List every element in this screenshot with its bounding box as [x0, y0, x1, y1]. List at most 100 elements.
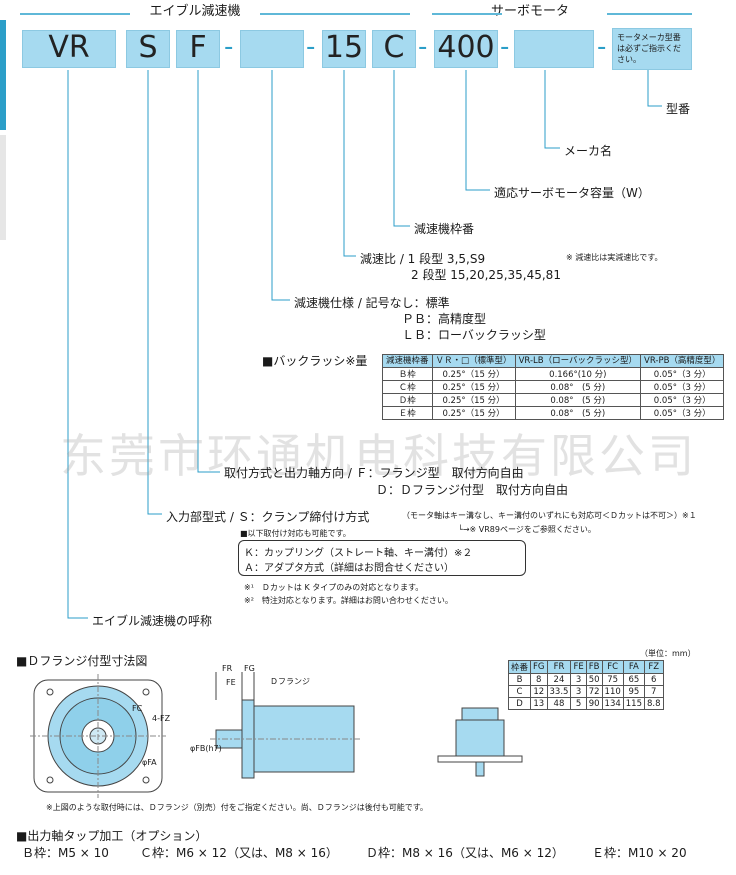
dflange-note: ※上図のような取付時には、Ｄフランジ（別売）付をご指定ください。尚、Ｄフランジは… [46, 803, 428, 812]
backlash-header: VR-PB（高精度型） [639, 354, 725, 368]
servo-header-bar-left [432, 13, 502, 15]
callout-ratio-1: 減速比 / 1 段型 3,5,S9 [360, 252, 486, 266]
table-cell: 115 [622, 697, 646, 710]
callout-input-paren: （モータ軸はキー溝なし、キー溝付のいずれにも対応可＜Ｄカットは不可＞）※１ [402, 511, 697, 520]
callout-input-ref: └→※ VR89ページをご参照ください。 [458, 525, 596, 534]
option-k: Ｋ：カップリング（ストレート軸、キー溝付）※２ [244, 548, 473, 559]
code-box-ratio: 15 [322, 30, 366, 68]
callout-name: エイブル減速機の呼称 [92, 614, 213, 628]
tap-d: Ｄ枠：M8 × 16（又は、M6 × 12） [366, 846, 564, 860]
code-box-c: C [372, 30, 416, 68]
table-cell: 0.166°(10 分) [514, 367, 642, 381]
table-cell: 0.25°（15 分） [431, 380, 516, 394]
reducer-header-bar-left [20, 13, 130, 15]
callout-maker: メーカ名 [564, 144, 613, 158]
backlash-header: VR-LB（ローバックラッシ型） [514, 354, 642, 368]
table-cell: 5 [570, 697, 587, 710]
callout-ratio-note: ※ 減速比は実減速比です。 [566, 253, 663, 262]
backlash-table: 減速機枠番 ＶＲ・□（標準型） VR-LB（ローバックラッシ型） VR-PB（高… [382, 354, 725, 420]
table-row: Ｅ枠 0.25°（15 分） 0.08° (5 分) 0.05°（3 分） [382, 406, 725, 420]
footnote-1: ※¹ Ｄカットは K タイプのみの対応となります。 [244, 583, 424, 592]
table-row: D 13 48 5 90 134 115 8.8 [507, 697, 664, 710]
backlash-title: ■バックラッシ※量 [262, 354, 368, 368]
callout-mount-1: 取付方式と出力軸方向 / Ｆ：フランジ型 取付方向自由 [224, 466, 524, 480]
callout-model: 型番 [666, 102, 691, 116]
code-box-model-note: モータメーカ型番は必ずご指示ください。 [612, 28, 692, 70]
dim-header: 枠番 [507, 660, 532, 674]
code-dash: - [306, 32, 316, 62]
table-cell: 0.05°（3 分） [639, 406, 725, 420]
watermark: 东莞市环通机电科技有限公司 [60, 429, 697, 483]
code-dash: - [500, 32, 510, 62]
callout-frame: 減速機枠番 [414, 222, 475, 236]
callout-spec-1: 減速機仕様 / 記号なし：標準 [294, 296, 450, 310]
callout-input-also: ■以下取付け対応も可能です。 [240, 529, 351, 538]
backlash-header: ＶＲ・□（標準型） [431, 354, 516, 368]
code-box-frame [240, 30, 304, 68]
table-cell: 0.08° (5 分) [514, 393, 642, 407]
front-view-drawing [30, 674, 166, 798]
callout-spec-2: ＰＢ：高精度型 [402, 312, 487, 326]
table-row: B 8 24 3 50 75 65 6 [507, 673, 664, 686]
code-box-f: F [176, 30, 220, 68]
code-box-power: 400 [434, 30, 498, 68]
code-dash: - [224, 32, 234, 62]
backlash-header: 減速機枠番 [382, 354, 433, 368]
dim-label-fa: φFA [142, 758, 157, 767]
table-cell: 0.25°（15 分） [431, 393, 516, 407]
callout-ratio-2: 2 段型 15,20,25,35,45,81 [411, 268, 561, 282]
option-box [238, 540, 526, 576]
dim-label-fb: φFB(h7) [190, 744, 222, 753]
code-box-vr: VR [22, 30, 116, 68]
servo-header-bar-right [607, 13, 692, 15]
table-cell: 95 [622, 685, 646, 698]
side-tab-inactive [0, 135, 6, 240]
reducer-header: エイブル減速機 [149, 4, 241, 19]
code-dash: - [597, 32, 607, 62]
table-row: Ｃ枠 0.25°（15 分） 0.08° (5 分) 0.05°（3 分） [382, 380, 725, 394]
tap-c: Ｃ枠：M6 × 12（又は、M8 × 16） [140, 846, 338, 860]
dim-label-fg: FG [244, 664, 255, 673]
callout-capacity: 適応サーボモータ容量（W） [494, 186, 650, 200]
dim-label-fe: FE [226, 678, 236, 687]
code-box-maker [514, 30, 594, 68]
side-tab-active [0, 20, 6, 130]
table-cell: Ｃ枠 [382, 380, 433, 394]
table-row: Ｄ枠 0.25°（15 分） 0.08° (5 分) 0.05°（3 分） [382, 393, 725, 407]
table-cell: 0.08° (5 分) [514, 380, 642, 394]
dflange-table: 枠番 FG FR FE FB FC FA FZ B 8 24 3 50 75 6… [507, 660, 664, 710]
tap-e: Ｅ枠：M10 × 20 [592, 846, 687, 860]
dflange-drawings [30, 672, 523, 798]
dim-label-fz: 4-FZ [152, 714, 171, 723]
code-dash: - [418, 32, 428, 62]
table-row: Ｂ枠 0.25°（15 分） 0.166°(10 分) 0.05°（3 分） [382, 367, 725, 381]
callout-mount-2: Ｄ：Ｄフランジ付型 取付方向自由 [376, 483, 569, 497]
tap-b: Ｂ枠：M5 × 10 [22, 846, 109, 860]
table-cell: Ｅ枠 [382, 406, 433, 420]
dflange-unit: （単位：mm） [640, 649, 696, 658]
servo-header: サーボモータ [490, 4, 569, 19]
dim-label-fc: FC [132, 704, 143, 713]
table-cell: 0.08° (5 分) [514, 406, 642, 420]
table-cell: 0.05°（3 分） [639, 380, 725, 394]
dim-label-fr: FR [222, 664, 233, 673]
table-cell: 0.25°（15 分） [431, 367, 516, 381]
code-box-s: S [126, 30, 170, 68]
dim-header: FR [546, 660, 572, 674]
dflange-title: ■Ｄフランジ付型寸法図 [16, 654, 148, 668]
table-cell: 0.05°（3 分） [639, 393, 725, 407]
footnote-2: ※² 特注対応となります。詳細はお問い合わせください。 [244, 596, 453, 605]
side-view-drawing [210, 672, 360, 779]
table-cell: 0.25°（15 分） [431, 406, 516, 420]
callout-spec-3: ＬＢ：ローバックラッシ型 [402, 328, 546, 342]
table-cell: 8.8 [644, 697, 664, 710]
dim-label-dflange: Ｄフランジ [270, 677, 310, 686]
table-cell: 13 [530, 697, 548, 710]
option-a: Ａ：アダプタ方式（詳細はお問合せください） [244, 563, 454, 574]
tap-title: ■出力軸タップ加工（オプション） [16, 829, 208, 843]
table-cell: Ｄ枠 [382, 393, 433, 407]
table-cell: 0.05°（3 分） [639, 367, 725, 381]
mounted-view-drawing [437, 707, 523, 777]
table-cell: Ｂ枠 [382, 367, 433, 381]
reducer-header-bar-right [260, 13, 410, 15]
